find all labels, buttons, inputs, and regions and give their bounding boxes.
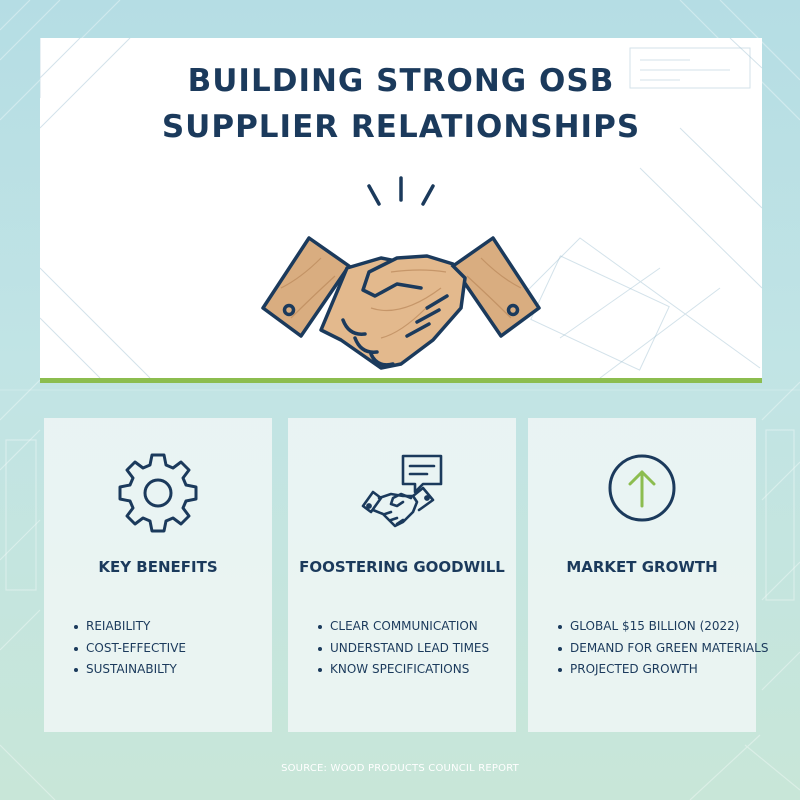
card-heading: MARKET GROWTH — [566, 558, 718, 576]
handshake-chat-icon — [361, 454, 443, 528]
title-line-2: SUPPLIER RELATIONSHIPS — [161, 109, 641, 145]
list-item: CLEAR COMMUNICATION — [318, 616, 514, 638]
card-list: REIABILITY COST-EFFECTIVE SUSTAINABILTY — [74, 616, 270, 681]
up-arrow-circle-icon — [608, 454, 676, 522]
blueprint-decoration — [40, 38, 762, 378]
hero-panel: BUILDING STRONG OSB SUPPLIER RELATIONSHI… — [40, 38, 762, 383]
list-item: PROJECTED GROWTH — [558, 659, 754, 681]
page-title: BUILDING STRONG OSB SUPPLIER RELATIONSHI… — [40, 58, 762, 150]
list-item: SUSTAINABILTY — [74, 659, 270, 681]
card-list: GLOBAL $15 BILLION (2022) DEMAND FOR GRE… — [558, 616, 768, 681]
wooden-handshake-icon — [261, 176, 541, 370]
card-key-benefits: KEY BENEFITS REIABILITY COST-EFFECTIVE S… — [44, 418, 272, 732]
card-heading: KEY BENEFITS — [98, 558, 218, 576]
list-item: COST-EFFECTIVE — [74, 638, 270, 660]
gear-icon — [118, 453, 198, 533]
card-fostering-goodwill: FOOSTERING GOODWILL CLEAR COMMUNICATION … — [288, 418, 516, 732]
list-item: GLOBAL $15 BILLION (2022) — [558, 616, 754, 638]
list-item: UNDERSTAND LEAD TIMES — [318, 638, 514, 660]
list-item: DEMAND FOR GREEN MATERIALS — [558, 638, 768, 660]
card-heading: FOOSTERING GOODWILL — [299, 558, 505, 576]
source-footer: SOURCE: WOOD PRODUCTS COUNCIL REPORT — [281, 763, 519, 774]
card-market-growth: MARKET GROWTH GLOBAL $15 BILLION (2022) … — [528, 418, 768, 732]
card-list: CLEAR COMMUNICATION UNDERSTAND LEAD TIME… — [318, 616, 514, 681]
list-item: KNOW SPECIFICATIONS — [318, 659, 514, 681]
list-item: REIABILITY — [74, 616, 270, 638]
title-line-1: BUILDING STRONG OSB — [187, 63, 615, 99]
